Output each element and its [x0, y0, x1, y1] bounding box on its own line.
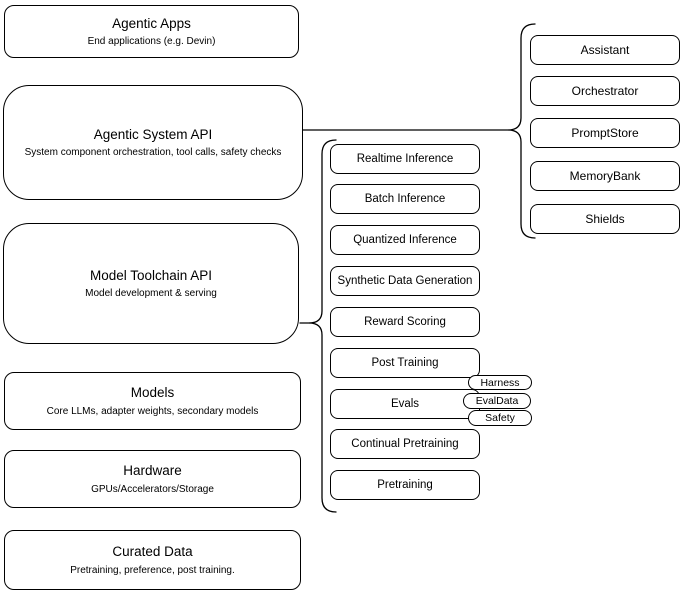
- node-pretraining: Pretraining: [330, 470, 480, 500]
- node-synthetic-data-generation: Synthetic Data Generation: [330, 266, 480, 296]
- pill-evaldata: EvalData: [463, 393, 531, 409]
- node-orchestrator: Orchestrator: [530, 76, 680, 106]
- node-promptstore: PromptStore: [530, 118, 680, 148]
- node-agentic-apps: Agentic Apps End applications (e.g. Devi…: [4, 5, 299, 58]
- node-title: Agentic Apps: [112, 15, 191, 31]
- node-post-training: Post Training: [330, 348, 480, 378]
- node-title: Model Toolchain API: [89, 267, 213, 283]
- pill-harness: Harness: [468, 375, 532, 390]
- node-title: Agentic System API: [93, 126, 213, 142]
- node-evals: Evals: [330, 389, 480, 419]
- node-subtitle: Model development & serving: [85, 288, 217, 300]
- toolchain-brace: [308, 139, 337, 513]
- node-realtime-inference: Realtime Inference: [330, 144, 480, 174]
- node-assistant: Assistant: [530, 35, 680, 65]
- node-reward-scoring: Reward Scoring: [330, 307, 480, 337]
- node-shields: Shields: [530, 204, 680, 234]
- node-continual-pretraining: Continual Pretraining: [330, 429, 480, 459]
- node-hardware: Hardware GPUs/Accelerators/Storage: [4, 450, 301, 508]
- node-subtitle: System component orchestration, tool cal…: [24, 147, 282, 159]
- node-curated-data: Curated Data Pretraining, preference, po…: [4, 530, 301, 590]
- node-batch-inference: Batch Inference: [330, 184, 480, 214]
- system-brace: [507, 23, 536, 239]
- node-agentic-system-api: Agentic System API System component orch…: [3, 85, 303, 200]
- node-subtitle: End applications (e.g. Devin): [87, 36, 216, 48]
- node-quantized-inference: Quantized Inference: [330, 225, 480, 255]
- node-models: Models Core LLMs, adapter weights, secon…: [4, 372, 301, 430]
- node-subtitle: Pretraining, preference, post training.: [70, 564, 235, 576]
- node-title: Hardware: [123, 463, 182, 479]
- pill-safety: Safety: [468, 410, 532, 426]
- node-subtitle: GPUs/Accelerators/Storage: [91, 483, 214, 495]
- node-memorybank: MemoryBank: [530, 161, 680, 191]
- node-model-toolchain-api: Model Toolchain API Model development & …: [3, 223, 299, 344]
- node-subtitle: Core LLMs, adapter weights, secondary mo…: [46, 405, 259, 417]
- node-title: Models: [130, 385, 175, 401]
- node-title: Curated Data: [112, 544, 193, 560]
